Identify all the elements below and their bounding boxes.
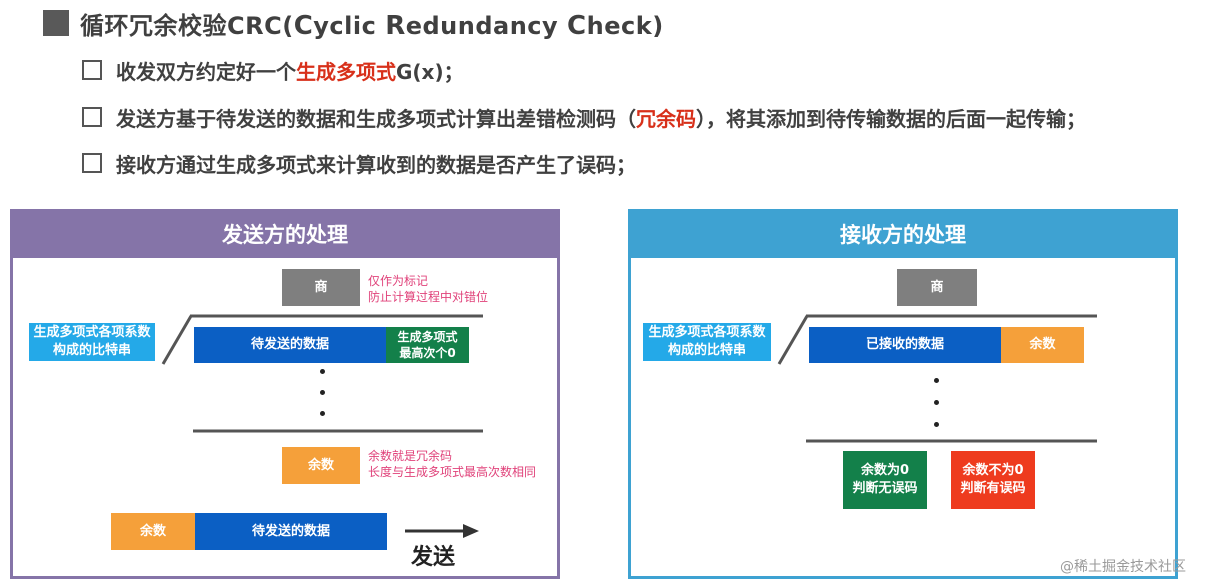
bullet-2: 发送方基于待发送的数据和生成多项式计算出差错检测码（冗余码），将其添加到待传输数…	[116, 107, 1086, 131]
receiver-quotient-box: 商	[897, 269, 977, 306]
frame-remainder-box: 余数	[111, 513, 195, 550]
checkbox-icon	[82, 153, 102, 173]
receiver-data-box: 已接收的数据	[809, 327, 1001, 363]
sender-data-box: 待发送的数据	[194, 327, 386, 363]
sender-remainder-note: 余数就是冗余码 长度与生成多项式最高次数相同	[368, 449, 537, 479]
bullet-1: 收发双方约定好一个生成多项式G(x)；	[116, 60, 464, 84]
sender-header-title: 发送方的处理	[222, 223, 348, 247]
checkbox-icon	[82, 60, 102, 80]
watermark: @稀土掘金技术社区	[1060, 559, 1186, 575]
receiver-divisor-box: 生成多项式各项系数构成的比特串	[643, 323, 771, 361]
sender-header: 发送方的处理	[13, 212, 557, 258]
receiver-header: 接收方的处理	[631, 212, 1175, 258]
receiver-remainder-box: 余数	[1001, 327, 1084, 363]
sender-quotient-box: 商	[282, 269, 360, 306]
ellipsis-dot	[934, 422, 939, 427]
sender-remainder-box: 余数	[282, 447, 360, 484]
sender-quotient-note: 仅作为标记 防止计算过程中对错位	[368, 274, 489, 304]
send-arrow-icon	[405, 524, 479, 538]
ellipsis-dot	[320, 369, 325, 374]
page-title: 循环冗余校验CRC(Cyclic Redundancy Check)	[80, 11, 664, 41]
ellipsis-dot	[934, 400, 939, 405]
receiver-header-title: 接收方的处理	[840, 223, 966, 247]
title-square-icon	[43, 10, 69, 36]
sender-divisor-box: 生成多项式各项系数构成的比特串	[29, 323, 155, 361]
checkbox-icon	[82, 107, 102, 127]
send-label: 发送	[411, 545, 456, 570]
bullet-3: 接收方通过生成多项式来计算收到的数据是否产生了误码；	[116, 153, 636, 177]
sender-division-bracket	[161, 314, 483, 433]
ellipsis-dot	[320, 411, 325, 416]
sender-zeros-box: 生成多项式最高次个0	[386, 327, 469, 363]
receiver-division-bracket	[777, 314, 1097, 443]
sender-panel: 发送方的处理 商 仅作为标记 防止计算过程中对错位 生成多项式各项系数构成的比特…	[10, 209, 560, 579]
ellipsis-dot	[320, 390, 325, 395]
frame-data-box: 待发送的数据	[195, 513, 387, 550]
ellipsis-dot	[934, 378, 939, 383]
